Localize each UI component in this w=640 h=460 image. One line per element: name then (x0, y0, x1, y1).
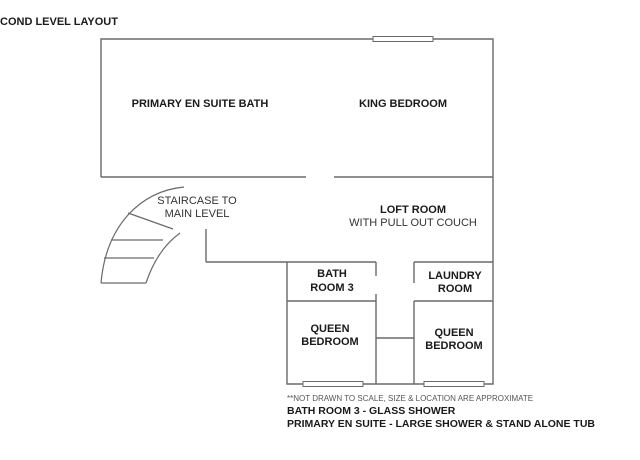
scale-disclaimer: **NOT DRAWN TO SCALE, SIZE & LOCATION AR… (287, 394, 534, 403)
room-label-king-bedroom: KING BEDROOM (359, 98, 447, 110)
loft-description: WITH PULL OUT COUCH (349, 217, 477, 229)
room-label-queen-left-line1: QUEEN (310, 323, 350, 335)
room-label-primary-bath: PRIMARY EN SUITE BATH (131, 98, 269, 110)
window-king-bedroom (372, 36, 434, 42)
room-label-queen-right-line2: BEDROOM (425, 340, 483, 352)
room-label-laundry-line2: ROOM (437, 283, 473, 295)
room-label-bath-3-line2: ROOM 3 (310, 282, 354, 294)
room-label-queen-left-line2: BEDROOM (301, 336, 359, 348)
room-label-loft: LOFT ROOM (380, 204, 446, 216)
bath-room-3-walls (287, 262, 377, 384)
note-primary-en-suite: PRIMARY EN SUITE - LARGE SHOWER & STAND … (287, 418, 596, 430)
note-bath-room-3: BATH ROOM 3 - GLASS SHOWER (287, 405, 456, 417)
staircase-label-line2: MAIN LEVEL (164, 208, 230, 220)
layout-title: COND LEVEL LAYOUT (0, 16, 118, 28)
window-queen-left (302, 381, 364, 387)
staircase-label-line1: STAIRCASE TO (157, 195, 237, 207)
window-queen-right (423, 381, 485, 387)
staircase-drawing (100, 186, 185, 284)
room-label-bath-3-line1: BATH (317, 268, 347, 280)
loft-west-wall (205, 229, 493, 263)
laundry-room-walls (413, 262, 493, 384)
room-label-queen-right-line1: QUEEN (434, 327, 474, 339)
room-label-laundry-line1: LAUNDRY (428, 270, 482, 282)
exterior-walls (100, 38, 494, 385)
